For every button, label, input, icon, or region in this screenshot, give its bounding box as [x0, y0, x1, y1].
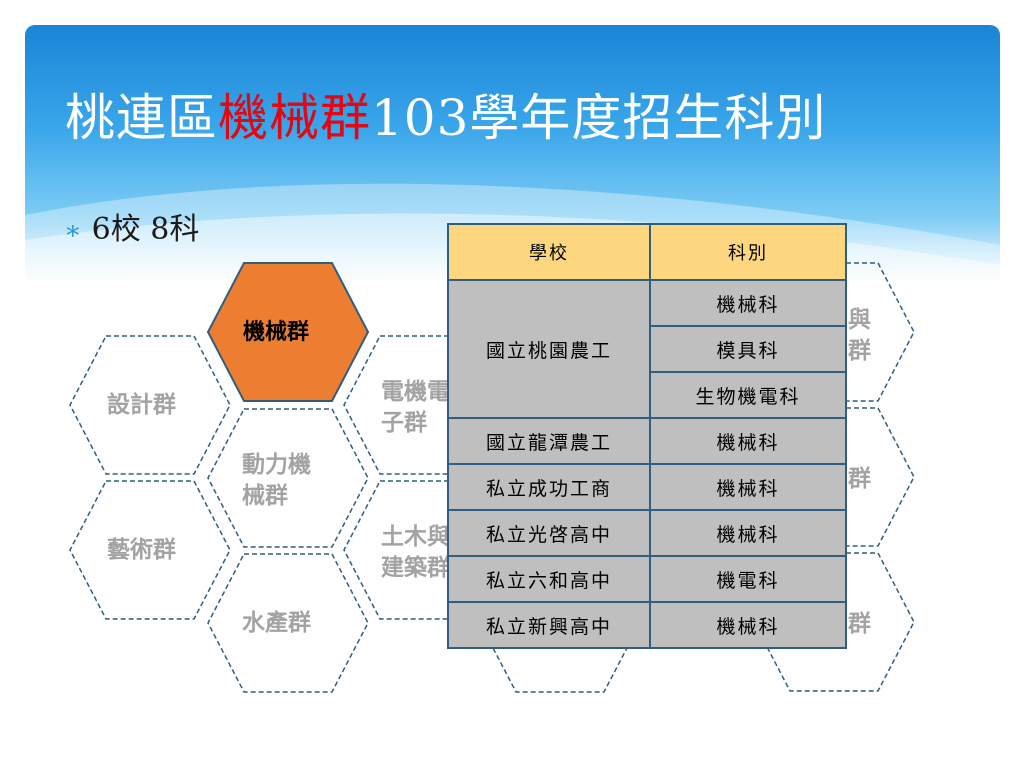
table-header-row: 學校 科別	[447, 223, 847, 281]
dept-cell: 機電科	[649, 555, 847, 603]
slide-title: 桃連區機械群103學年度招生科別	[65, 78, 826, 150]
dept-cell: 機械科	[649, 279, 847, 327]
hex-label-power-line2: 械群	[242, 483, 288, 509]
table-row: 國立桃園農工 機械科	[447, 279, 847, 419]
school-cell: 私立新興高中	[447, 601, 651, 649]
school-cell: 國立桃園農工	[447, 279, 651, 419]
bullet-text: 6校 8科	[91, 212, 200, 247]
title-part1: 桃連區	[65, 89, 218, 147]
table-row: 私立新興高中 機械科	[447, 601, 847, 649]
dept-cell: 機械科	[649, 509, 847, 557]
dept-cell: 機械科	[649, 601, 847, 649]
school-cell: 國立龍潭農工	[447, 417, 651, 465]
dept-cell: 機械科	[649, 417, 847, 465]
table-row: 模具科	[448, 325, 847, 373]
school-cell: 私立成功工商	[447, 463, 651, 511]
header-school: 學校	[447, 223, 651, 281]
hex-label-civil-line1: 土木與	[381, 524, 450, 550]
hex-art	[69, 480, 231, 620]
hex-design	[69, 335, 231, 475]
table-row: 私立光啓高中 機械科	[447, 509, 847, 557]
hex-label-right1-line1: 與	[848, 307, 871, 333]
hex-label-right2: 群	[848, 466, 871, 492]
hex-mech-active	[206, 262, 370, 402]
hex-label-right1-line2: 群	[848, 338, 871, 364]
hex-label-art: 藝術群	[107, 537, 176, 563]
table-row: 私立成功工商 機械科	[447, 463, 847, 511]
hex-label-power-line1: 動力機	[242, 452, 311, 478]
hex-aqua	[207, 553, 369, 693]
hex-label-right3: 群	[848, 611, 871, 637]
hex-label-elec-line1: 電機電	[381, 379, 450, 405]
table-row: 生物機電科	[448, 371, 847, 419]
header-dept: 科別	[649, 223, 847, 281]
table-row: 私立六和高中 機電科	[447, 555, 847, 603]
dept-cell: 機械科	[649, 463, 847, 511]
title-part2: 103學年度招生科別	[371, 89, 827, 147]
bullet-star-icon: ∗	[64, 216, 82, 246]
hex-label-aqua: 水產群	[242, 610, 311, 636]
hex-label-mech: 機械群	[243, 320, 310, 345]
hex-label-design: 設計群	[107, 392, 176, 418]
title-highlight: 機械群	[218, 89, 371, 147]
school-cell: 私立光啓高中	[447, 509, 651, 557]
bullet-summary: ∗ 6校 8科	[64, 204, 199, 248]
table-row: 國立龍潭農工 機械科	[447, 417, 847, 465]
enrollment-table: 學校 科別 國立桃園農工 機械科 模具科 生物機電科 國立龍潭農工 機械科 私立…	[447, 223, 847, 649]
hex-power	[207, 408, 369, 548]
hex-label-civil-line2: 建築群	[381, 555, 450, 581]
dept-cell: 生物機電科	[649, 371, 847, 419]
dept-cell: 模具科	[649, 325, 847, 373]
school-cell: 私立六和高中	[447, 555, 651, 603]
hex-label-elec-line2: 子群	[381, 410, 427, 436]
